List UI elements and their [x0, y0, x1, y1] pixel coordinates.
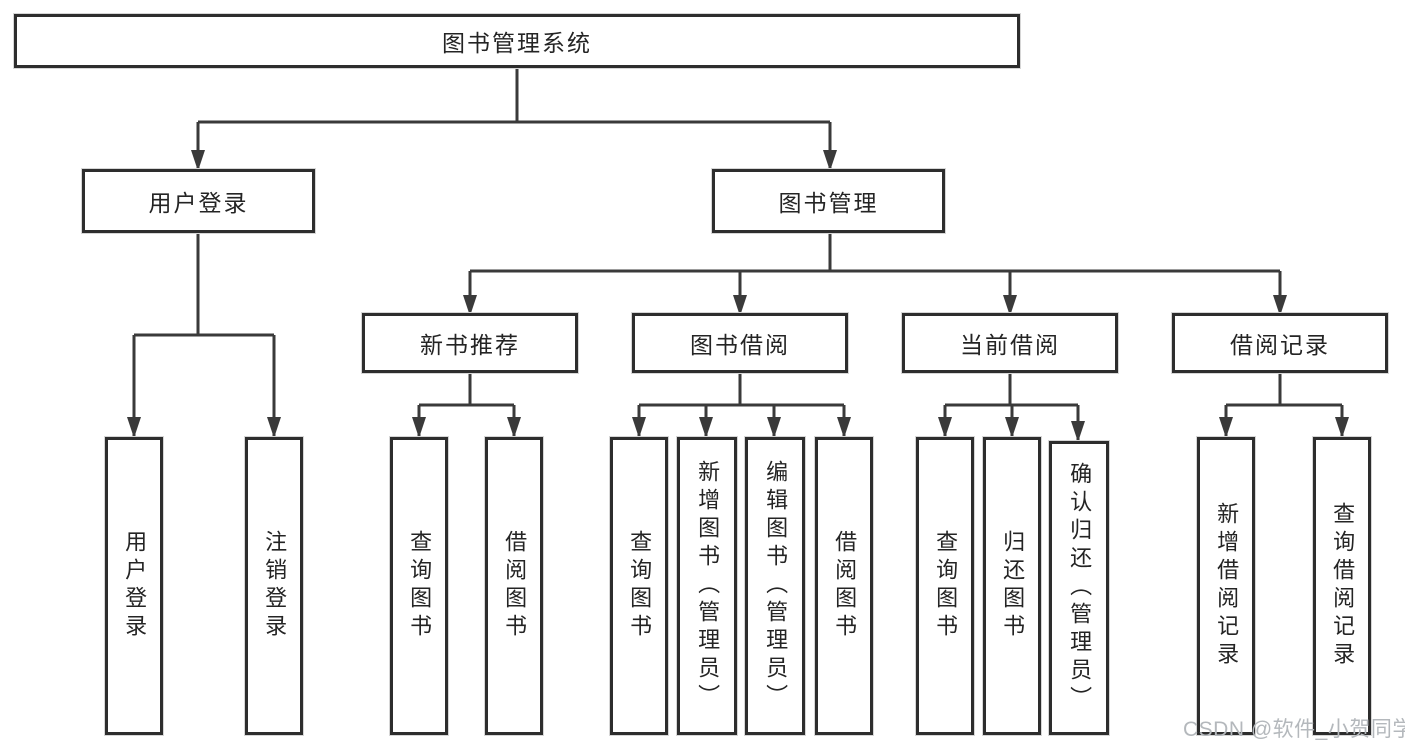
node-book-management: 图书管理 — [712, 169, 945, 233]
connector-new-books-to-leaves — [417, 373, 516, 436]
leaf-query-books-newbooks-label: 查询图书 — [407, 530, 433, 642]
arrowhead — [823, 150, 837, 171]
arrowhead — [1005, 417, 1019, 438]
node-new-books: 新书推荐 — [362, 313, 578, 373]
node-book-borrowing-label: 图书借阅 — [690, 332, 790, 358]
arrowheads — [127, 150, 1349, 442]
arrowhead — [733, 295, 747, 316]
node-book-borrowing: 图书借阅 — [632, 313, 848, 373]
leaf-query-books-borrowing-label: 查询图书 — [627, 530, 653, 642]
connector-root-to-level2 — [196, 68, 832, 168]
leaf-user-login: 用户登录 — [105, 437, 163, 735]
leaf-logout: 注销登录 — [245, 437, 303, 735]
leaf-add-book-admin-label: 新增图书（管理员） — [695, 460, 721, 712]
leaf-edit-book-admin: 编辑图书（管理员） — [745, 437, 805, 735]
leaf-return-book-label: 归还图书 — [1000, 530, 1026, 642]
node-user-login: 用户登录 — [82, 169, 315, 233]
arrowhead — [1335, 417, 1349, 438]
node-user-login-label: 用户登录 — [148, 190, 249, 216]
leaf-query-books-newbooks: 查询图书 — [390, 437, 448, 735]
leaf-return-book: 归还图书 — [983, 437, 1041, 735]
leaf-query-borrow-record-label: 查询借阅记录 — [1330, 502, 1356, 670]
arrowhead — [463, 295, 477, 316]
leaf-confirm-return-admin: 确认归还（管理员） — [1049, 441, 1109, 735]
leaf-add-borrow-record-label: 新增借阅记录 — [1214, 502, 1240, 670]
leaf-borrow-books-newbooks: 借阅图书 — [485, 437, 543, 735]
arrowhead — [1273, 295, 1287, 316]
leaf-add-book-admin: 新增图书（管理员） — [677, 437, 737, 735]
leaf-borrow-books-newbooks-label: 借阅图书 — [502, 530, 528, 642]
leaf-logout-label: 注销登录 — [262, 530, 288, 642]
csdn-watermark: CSDN @软件_小贺同学 — [1183, 718, 1405, 741]
arrowhead — [267, 417, 281, 438]
leaf-query-books-current-label: 查询图书 — [933, 530, 959, 642]
node-borrow-records-label: 借阅记录 — [1230, 332, 1330, 358]
node-borrow-records: 借阅记录 — [1172, 313, 1388, 373]
arrowhead — [1071, 421, 1085, 442]
arrowhead — [837, 417, 851, 438]
connector-borrow-records-to-leaves — [1224, 373, 1344, 436]
leaf-edit-book-admin-label: 编辑图书（管理员） — [763, 460, 789, 712]
leaf-confirm-return-admin-label: 确认归还（管理员） — [1067, 462, 1093, 714]
arrowhead — [191, 150, 205, 171]
leaf-user-login-label: 用户登录 — [122, 530, 148, 642]
node-current-borrowing: 当前借阅 — [902, 313, 1118, 373]
arrowhead — [412, 417, 426, 438]
arrowhead — [1219, 417, 1233, 438]
leaf-query-borrow-record: 查询借阅记录 — [1313, 437, 1371, 735]
connector-user-login-to-leaves — [132, 233, 276, 436]
node-system-root: 图书管理系统 — [14, 14, 1020, 68]
leaf-query-books-current: 查询图书 — [916, 437, 974, 735]
arrowhead — [938, 417, 952, 438]
node-new-books-label: 新书推荐 — [420, 332, 520, 358]
arrowhead — [767, 417, 781, 438]
node-system-root-label: 图书管理系统 — [442, 30, 592, 56]
connector-paths — [132, 68, 1344, 440]
leaf-query-books-borrowing: 查询图书 — [610, 437, 668, 735]
arrowhead — [507, 417, 521, 438]
arrowhead — [699, 417, 713, 438]
connector-book-management-to-level3 — [468, 233, 1282, 314]
arrowhead — [1003, 295, 1017, 316]
leaf-borrow-books-borrowing-label: 借阅图书 — [832, 530, 858, 642]
leaf-add-borrow-record: 新增借阅记录 — [1197, 437, 1255, 735]
leaf-borrow-books-borrowing: 借阅图书 — [815, 437, 873, 735]
node-book-management-label: 图书管理 — [778, 190, 879, 216]
connector-book-borrowing-to-leaves — [637, 373, 846, 436]
arrowhead — [127, 417, 141, 438]
arrowhead — [632, 417, 646, 438]
node-current-borrowing-label: 当前借阅 — [960, 332, 1060, 358]
